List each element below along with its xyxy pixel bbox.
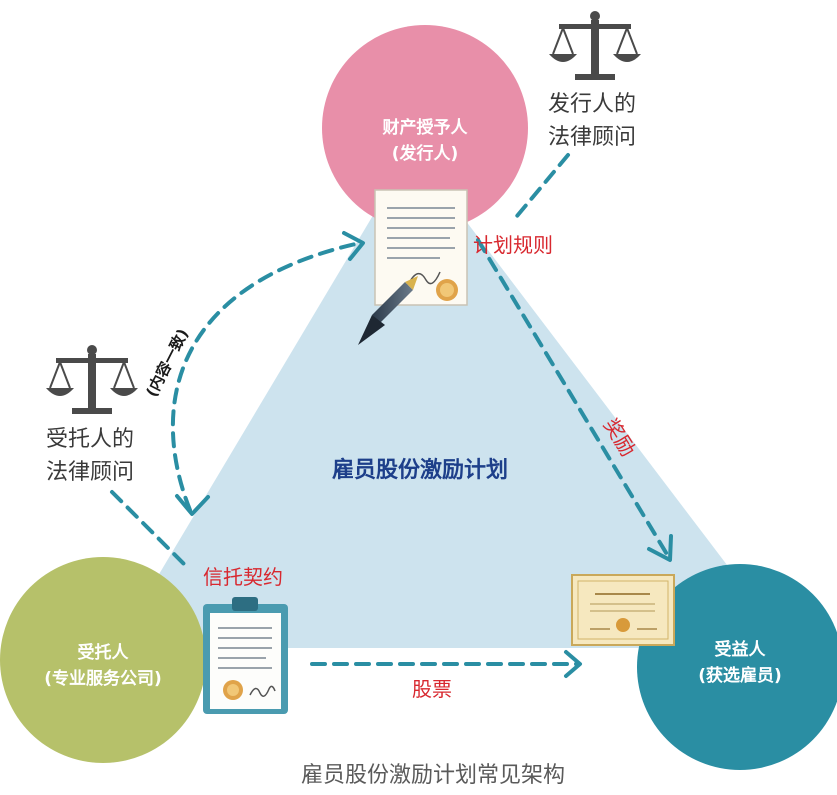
center-title: 雇员股份激励计划 [332, 457, 508, 483]
issuer-counsel-line2: 法律顾问 [548, 125, 636, 150]
beneficiary-sublabel: (获选雇员) [698, 665, 782, 686]
reward-arrow [476, 238, 673, 562]
trustee-counsel-dashed-line [110, 490, 190, 570]
plan-rules-label: 计划规则 [473, 233, 553, 257]
shares-label: 股票 [412, 677, 452, 701]
consistency-label: (内容一致) [143, 326, 193, 400]
plan-rules-document-icon [358, 189, 468, 345]
trust-deed-clipboard-icon [203, 597, 288, 714]
issuer-counsel: 发行人的 法律顾问 [548, 11, 641, 150]
scales-icon [46, 345, 138, 414]
scales-icon [549, 11, 641, 80]
trustee-sublabel: (专业服务公司) [44, 668, 162, 689]
beneficiary-label: 受益人 [715, 639, 767, 660]
grantor-label: 财产授予人 [382, 117, 469, 138]
beneficiary-node: 受益人 (获选雇员) [637, 564, 837, 770]
consistency-arrow [170, 231, 365, 516]
grantor-node: 财产授予人 (发行人) [322, 25, 528, 231]
diagram-caption: 雇员股份激励计划常见架构 [301, 763, 565, 788]
shares-arrow [310, 650, 582, 678]
issuer-counsel-dashed-line [510, 153, 570, 224]
plan-triangle [115, 150, 790, 648]
trustee-counsel-line2: 法律顾问 [46, 460, 134, 485]
trustee-node: 受托人 (专业服务公司) [0, 557, 206, 763]
issuer-counsel-line1: 发行人的 [548, 92, 636, 117]
trustee-counsel-line1: 受托人的 [46, 427, 134, 452]
share-certificate-icon [571, 574, 675, 646]
trustee-counsel: 受托人的 法律顾问 [46, 345, 138, 485]
trustee-label: 受托人 [78, 642, 130, 663]
trust-deed-label: 信托契约 [203, 565, 283, 589]
grantor-sublabel: (发行人) [392, 143, 459, 164]
